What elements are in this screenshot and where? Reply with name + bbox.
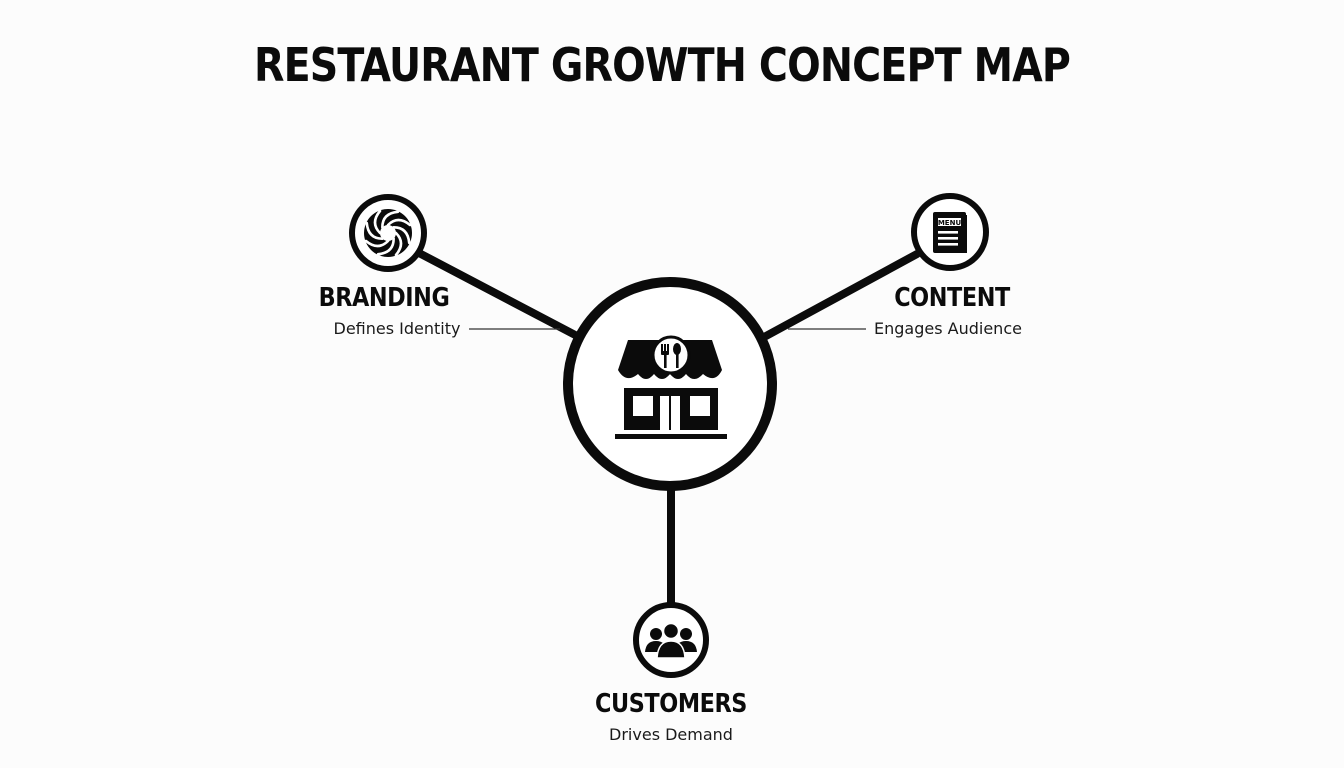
connector-content [762, 250, 921, 340]
branding-title: BRANDING [318, 283, 450, 313]
people-group-icon [645, 622, 697, 659]
menu-icon: MENU [933, 212, 967, 253]
menu-icon-text: MENU [938, 219, 962, 227]
node-customers [633, 602, 709, 678]
customers-subtitle: Drives Demand [609, 725, 733, 744]
branding-subtitle: Defines Identity [333, 319, 461, 338]
customers-title: CUSTOMERS [595, 689, 747, 719]
connector-branding [415, 249, 583, 341]
node-content: MENU [911, 193, 989, 271]
content-subtitle: Engages Audience [874, 319, 1022, 338]
diagram-title: RESTAURANT GROWTH CONCEPT MAP [253, 38, 1071, 92]
center-hub [563, 277, 777, 491]
aperture-icon [364, 209, 412, 257]
content-title: CONTENT [894, 283, 1010, 313]
node-branding [349, 194, 427, 272]
restaurant-storefront-icon [615, 335, 727, 439]
